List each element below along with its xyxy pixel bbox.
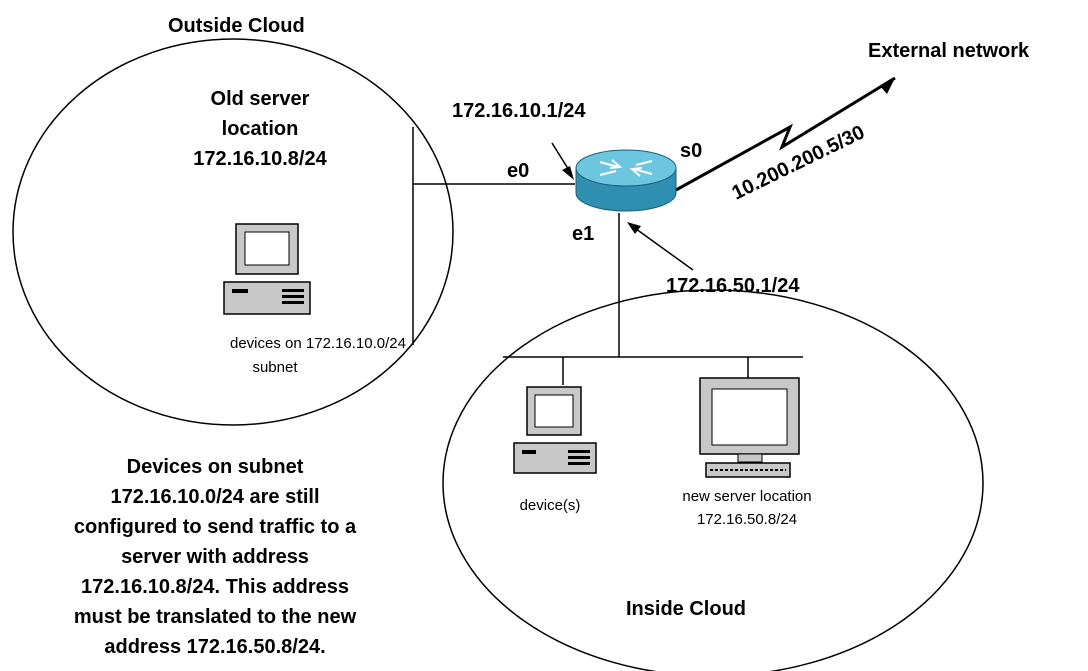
serial-link	[675, 76, 896, 192]
note-line-7: address 172.16.50.8/24.	[104, 636, 325, 658]
serial-link-arrowhead	[880, 78, 895, 94]
external-network-label: External network	[868, 40, 1030, 62]
s0-ip-label: 10.200.200.5/30	[729, 121, 869, 204]
note-line-4: server with address	[121, 546, 309, 568]
e1-ip-arrow	[627, 222, 694, 271]
inside-device-icon	[513, 386, 597, 474]
outside-pc-icon	[223, 223, 311, 315]
router-icon	[575, 149, 677, 212]
outside-devices-line1: devices on 172.16.10.0/24	[230, 335, 406, 352]
old-server-line3: 172.16.10.8/24	[193, 148, 327, 170]
outside-cloud-ellipse	[12, 38, 454, 426]
translation-note: Devices on subnet 172.16.10.0/24 are sti…	[74, 456, 357, 658]
e1-ip-label: 172.16.50.1/24	[666, 275, 800, 297]
iface-e0-label: e0	[507, 160, 529, 182]
new-server-line2: 172.16.50.8/24	[697, 511, 797, 528]
inside-cloud-ellipse	[442, 289, 984, 671]
new-server-line1: new server location	[682, 488, 811, 505]
e0-ip-label: 172.16.10.1/24	[452, 100, 586, 122]
old-server-line2: location	[222, 118, 299, 140]
outside-cloud-label: Outside Cloud	[168, 15, 305, 37]
old-server-line1: Old server	[211, 88, 310, 110]
note-line-1: Devices on subnet	[127, 456, 304, 478]
inside-device-label: device(s)	[520, 497, 581, 514]
outside-devices-line2: subnet	[252, 359, 298, 376]
e0-ip-arrow	[551, 142, 574, 180]
iface-e1-label: e1	[572, 223, 594, 245]
note-line-6: must be translated to the new	[74, 606, 357, 628]
note-line-2: 172.16.10.0/24 are still	[110, 486, 319, 508]
inside-cloud-label: Inside Cloud	[626, 598, 746, 620]
note-line-5: 172.16.10.8/24. This address	[81, 576, 349, 598]
new-server-icon	[699, 377, 800, 478]
note-line-3: configured to send traffic to a	[74, 516, 357, 538]
iface-s0-label: s0	[680, 140, 702, 162]
